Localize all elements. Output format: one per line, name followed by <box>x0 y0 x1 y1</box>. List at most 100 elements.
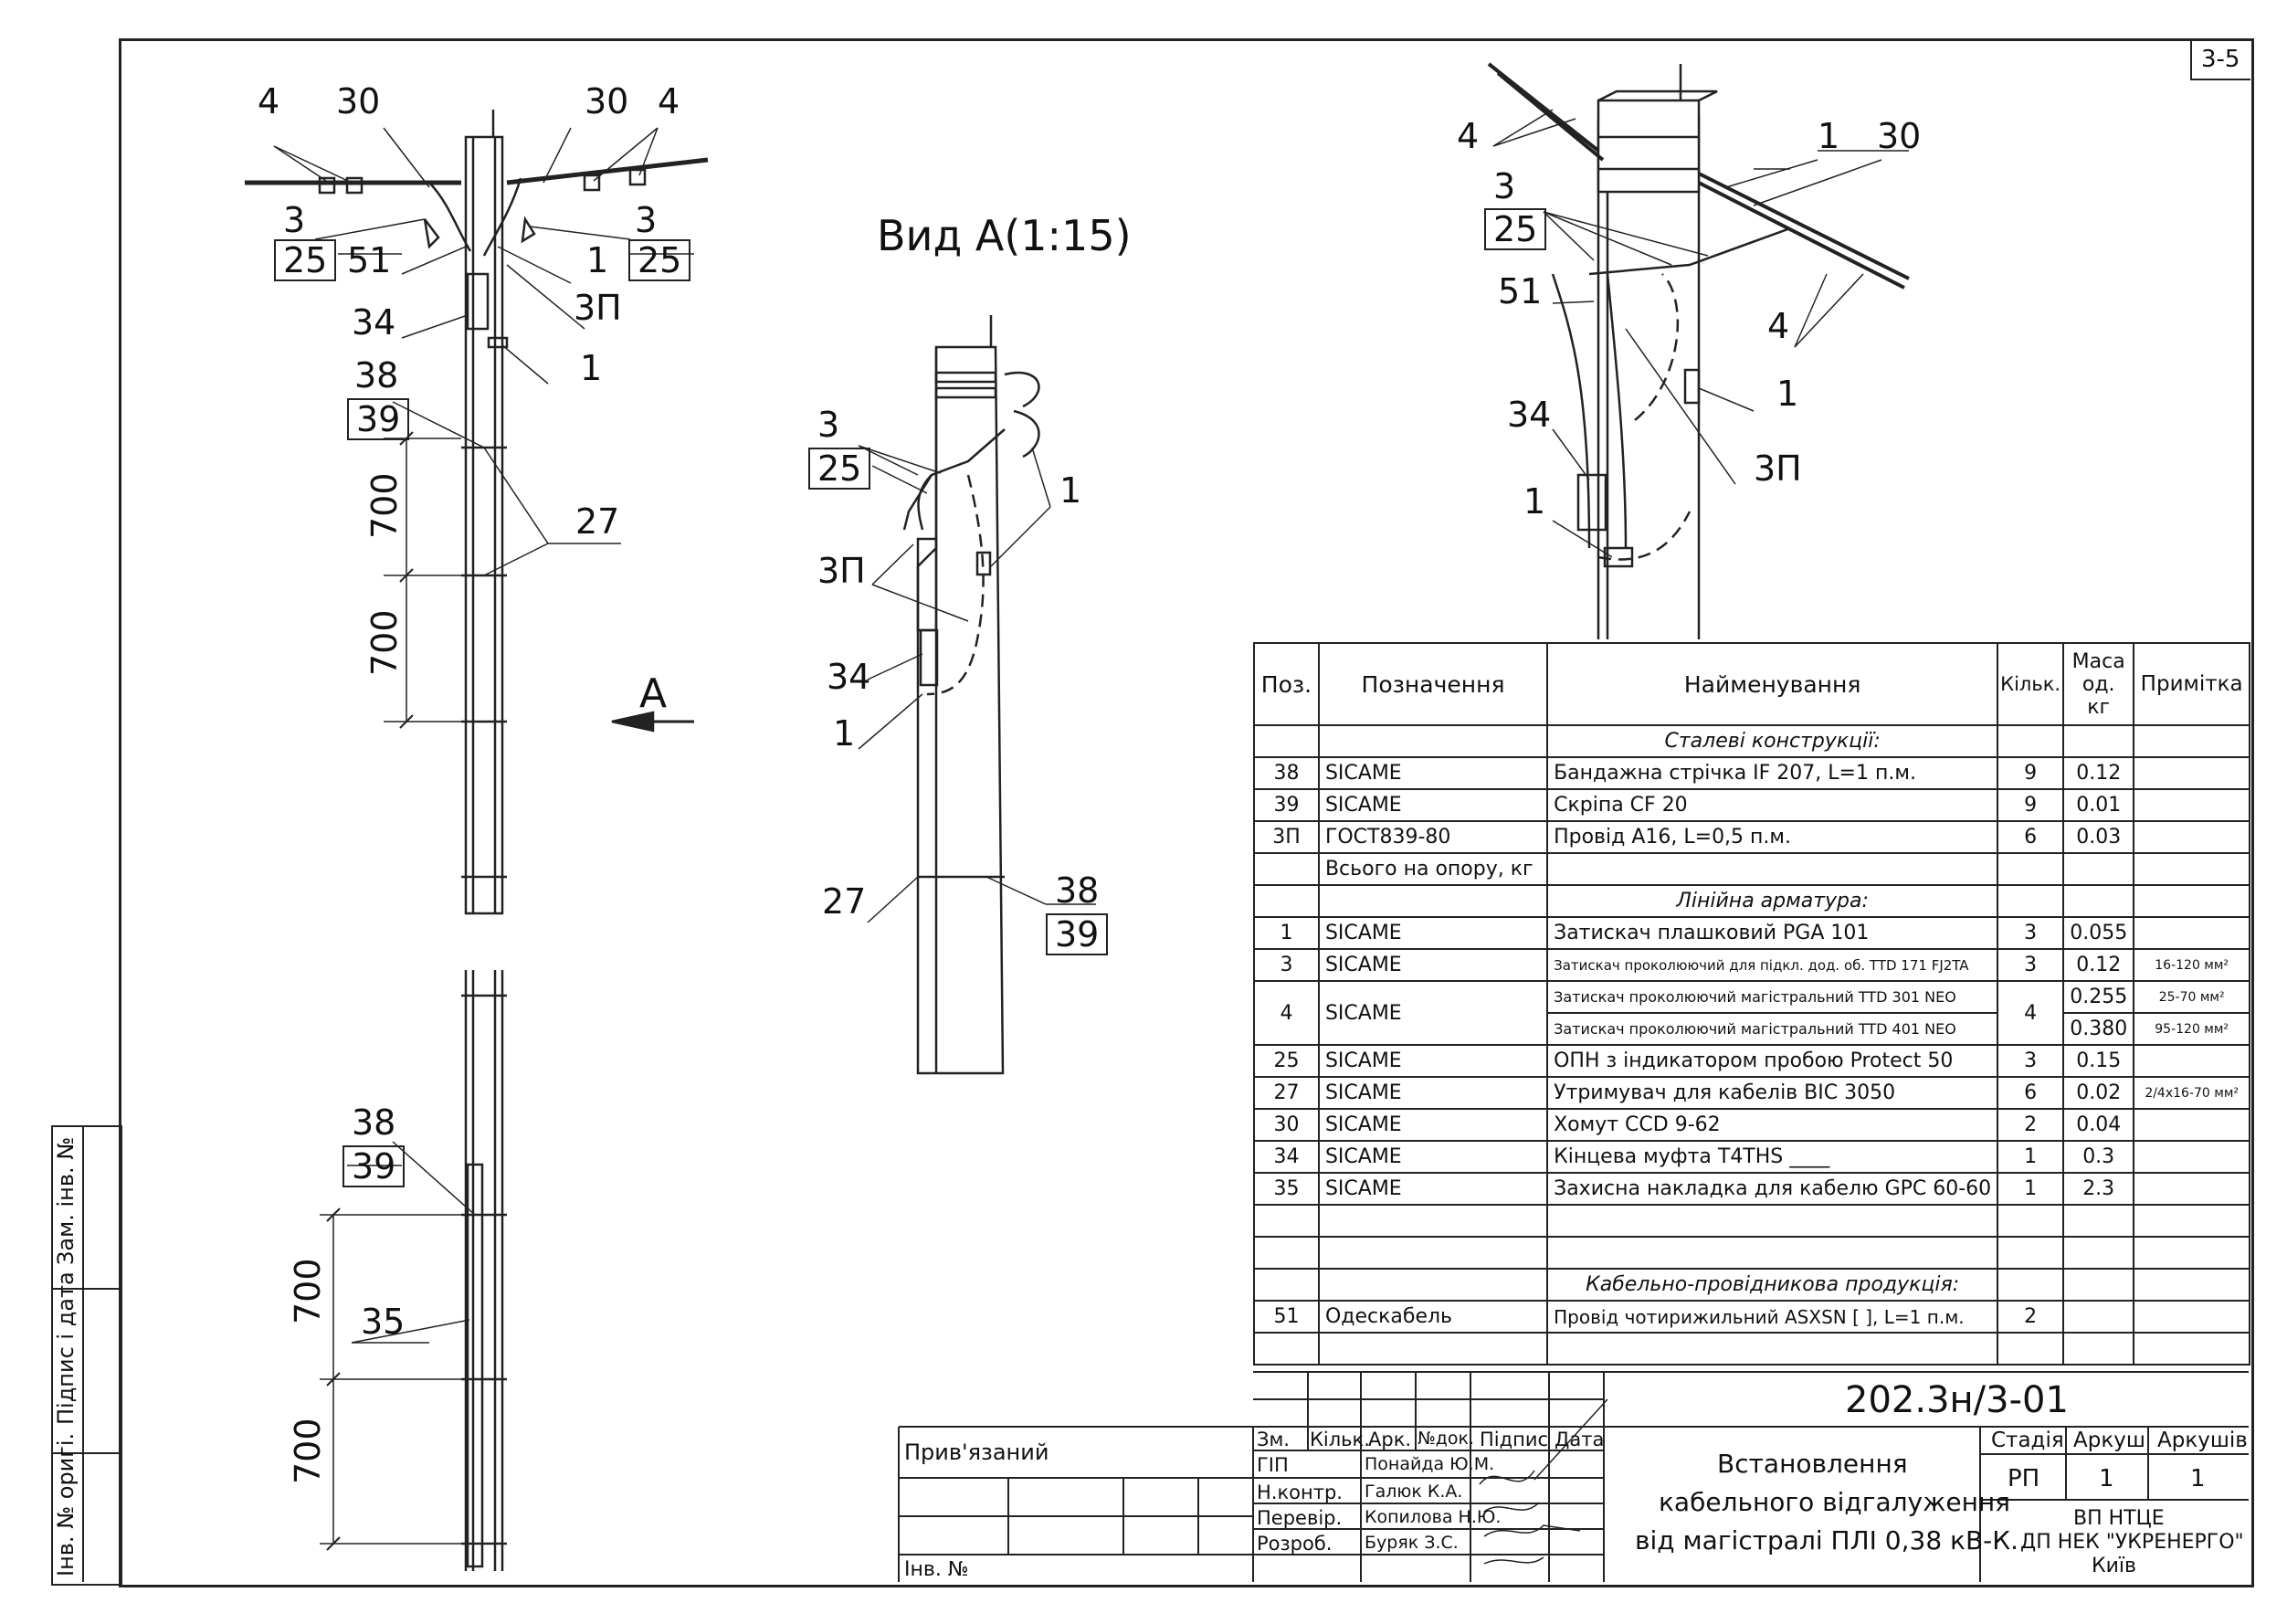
table-row <box>1253 1332 2250 1366</box>
cell-qty: 9 <box>1997 756 2065 790</box>
label-3-middle: 3 <box>817 405 840 445</box>
header-pos: Поз. <box>1253 642 1320 726</box>
cell-name: Утримувач для кабелів BIC 3050 <box>1546 1076 1999 1110</box>
role-perevir: Перевір. <box>1257 1507 1343 1529</box>
sheet-code-box <box>2190 38 2250 80</box>
cell-mass: 0.01 <box>2062 788 2135 822</box>
cell-mass: 0.15 <box>2062 1044 2135 1078</box>
cell-note <box>2133 916 2250 950</box>
sheets-value: 1 <box>2190 1465 2206 1492</box>
org-line-2: ДП НЕК "УКРЕНЕРГО" <box>2020 1531 2244 1554</box>
cell-mass: 0.12 <box>2062 948 2135 982</box>
table-row: Лінійна арматура: <box>1253 884 2250 918</box>
cell-desig: SICAME <box>1317 1172 1549 1206</box>
middle-pole-view <box>858 315 1096 1075</box>
cell-note <box>2133 852 2250 886</box>
drawing-frame <box>119 38 2254 1587</box>
col-header-zm: Зм. <box>1257 1429 1290 1450</box>
cell-name: Затискач проколюючий магістральний TTD 4… <box>1546 1012 1999 1046</box>
label-39-lower: 39 <box>343 1145 406 1187</box>
cell-mass: 0.03 <box>2062 820 2135 854</box>
cell-name: Провід А16, L=0,5 п.м. <box>1546 820 1999 854</box>
sheets-label: Аркушів <box>2157 1429 2248 1452</box>
cell-pos: 34 <box>1253 1140 1320 1174</box>
label-38-lower: 38 <box>352 1102 396 1143</box>
table-row: Сталеві конструкції: <box>1253 724 2250 758</box>
col-header-sign: Підпис <box>1480 1429 1549 1450</box>
cell-desig: ГОСТ839-80 <box>1317 820 1549 854</box>
label-1-middle-lower: 1 <box>833 713 856 754</box>
label-27-middle: 27 <box>822 881 867 922</box>
sheet-label: Аркуш <box>2073 1429 2145 1452</box>
label-34-middle: 34 <box>827 657 871 697</box>
stage-label: Стадія <box>1991 1429 2064 1452</box>
label-39-middle: 39 <box>1046 913 1109 955</box>
label-34-iso: 34 <box>1507 395 1552 435</box>
cell-mass <box>2062 852 2135 886</box>
label-25-middle: 25 <box>808 448 871 490</box>
header-designation: Позначення <box>1317 642 1549 726</box>
label-25-iso: 25 <box>1484 208 1547 250</box>
cell-mass: 2.3 <box>2062 1172 2135 1206</box>
cell-pos: 35 <box>1253 1172 1320 1206</box>
name-rozrob: Буряк З.С. <box>1365 1533 1459 1553</box>
header-name: Найменування <box>1546 642 1999 726</box>
cell-desig: SICAME <box>1317 948 1549 982</box>
linked-label: Прив'язаний <box>904 1439 1049 1465</box>
cell-qty <box>1997 852 2065 886</box>
cell-qty: 1 <box>1997 1172 2065 1206</box>
label-3-left: 3 <box>283 200 306 240</box>
cell-name: Захисна накладка для кабелю GPC 60-60 <box>1546 1172 1999 1206</box>
cell-desig: SICAME <box>1317 1108 1549 1142</box>
cell-mass: 0.380 <box>2062 1012 2135 1046</box>
label-35: 35 <box>361 1302 406 1342</box>
label-1-iso-top: 1 <box>1818 116 1840 156</box>
label-38-middle: 38 <box>1055 870 1100 911</box>
cell-desig: Всього на опору, кг <box>1317 852 1549 886</box>
cell-name: Скріпа CF 20 <box>1546 788 1999 822</box>
cell-qty: 2 <box>1997 1300 2065 1334</box>
cell-desig: SICAME <box>1317 916 1549 950</box>
cell-name: Провід чотирижильний ASXSN [ ], L=1 п.м. <box>1546 1300 1999 1334</box>
cell-pos: 38 <box>1253 756 1320 790</box>
cell-pos: 3П <box>1253 820 1320 854</box>
cell-pos: 4 <box>1253 980 1320 1046</box>
side-stamp <box>51 1125 122 1586</box>
cell-note <box>2133 1044 2250 1078</box>
cell-qty: 6 <box>1997 820 2065 854</box>
view-title: Вид А(1:15) <box>877 211 1132 260</box>
cell-mass: 0.04 <box>2062 1108 2135 1142</box>
name-gip: Понайда Ю.М. <box>1365 1454 1495 1474</box>
label-1-middle-top: 1 <box>1059 470 1082 511</box>
cell-pos: 27 <box>1253 1076 1320 1110</box>
cell-qty: 4 <box>1997 980 2065 1046</box>
cell-name: Затискач проколюючий для підкл. дод. об.… <box>1546 948 1999 982</box>
label-30-left: 30 <box>336 81 381 121</box>
section-title: Сталеві конструкції: <box>1546 724 1999 758</box>
cell-desig: SICAME <box>1317 1044 1549 1078</box>
drawing-title-line-2: кабельного відгалуження <box>1659 1487 2011 1517</box>
cell-note <box>2133 756 2250 790</box>
cell-pos: 51 <box>1253 1300 1320 1334</box>
cell-note: 95-120 мм² <box>2133 1012 2250 1046</box>
section-title: Кабельно-провідникова продукція: <box>1546 1268 1999 1302</box>
left-pole-view <box>245 110 709 915</box>
org-line-1: ВП НТЦЕ <box>2073 1507 2165 1530</box>
col-header-date: Дата <box>1555 1429 1605 1450</box>
cell-mass: 0.255 <box>2062 980 2135 1014</box>
table-row: Всього на опору, кг <box>1253 852 2250 886</box>
table-row <box>1253 1204 2250 1238</box>
label-4-right: 4 <box>658 81 680 121</box>
sheet-code: 3-5 <box>2201 46 2240 73</box>
cell-qty: 1 <box>1997 1140 2065 1174</box>
table-header-row: Поз. Позначення Найменування Кільк. Маса… <box>1253 642 2250 726</box>
cell-pos: 39 <box>1253 788 1320 822</box>
label-4-iso-lower: 4 <box>1767 306 1790 346</box>
cell-qty: 2 <box>1997 1108 2065 1142</box>
role-rozrob: Розроб. <box>1257 1533 1333 1555</box>
label-30-right: 30 <box>585 81 629 121</box>
label-3p-middle: 3П <box>817 551 866 591</box>
